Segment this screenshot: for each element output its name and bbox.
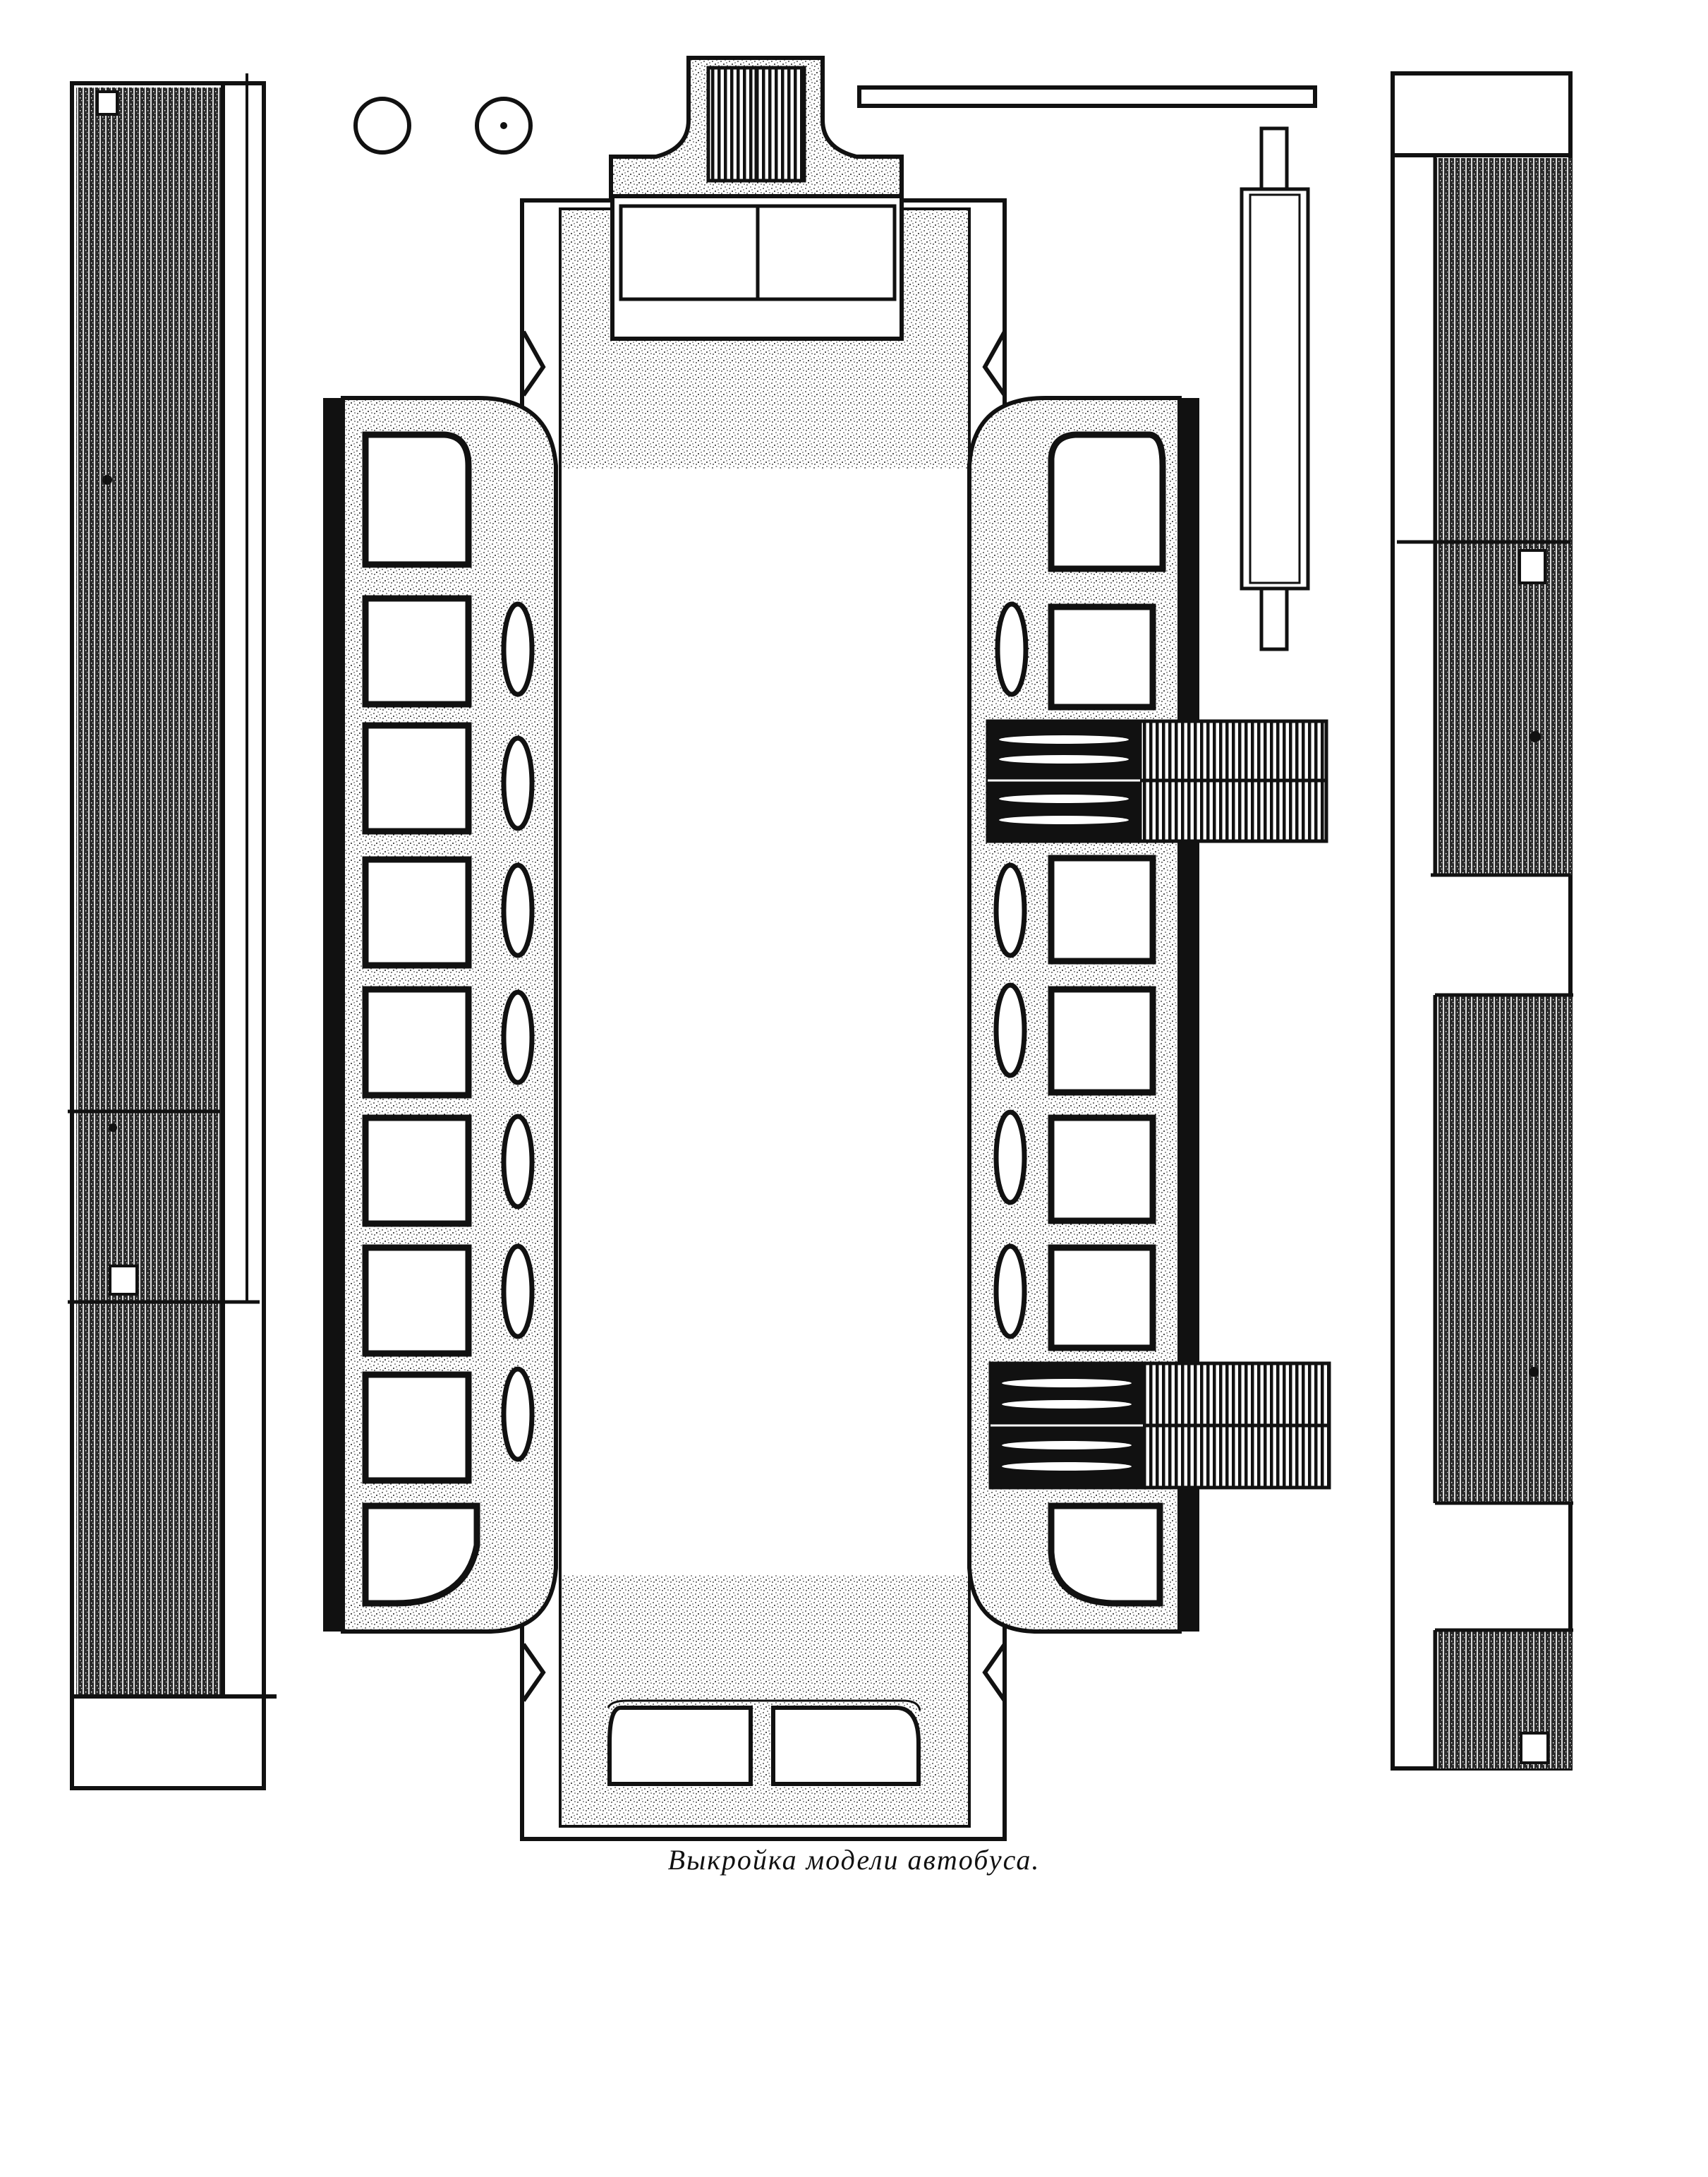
roof-rail-bar	[857, 85, 1317, 108]
left-side-wall	[323, 396, 558, 1634]
door-flap-upper	[986, 719, 1328, 843]
small-axle-strip	[1240, 126, 1310, 651]
right-side-wall	[967, 396, 1199, 1634]
front-panel	[609, 56, 904, 198]
body-net	[520, 56, 1007, 1841]
figure-caption: Выкройка модели автобуса.	[667, 1844, 1041, 1876]
door-flap-lower	[988, 1361, 1331, 1490]
left-side-strip	[68, 73, 277, 1790]
rear-panel	[607, 1699, 921, 1786]
wheel-circle-left	[353, 97, 411, 155]
right-side-strip	[1391, 71, 1573, 1771]
wheel-circle-right	[475, 97, 533, 155]
